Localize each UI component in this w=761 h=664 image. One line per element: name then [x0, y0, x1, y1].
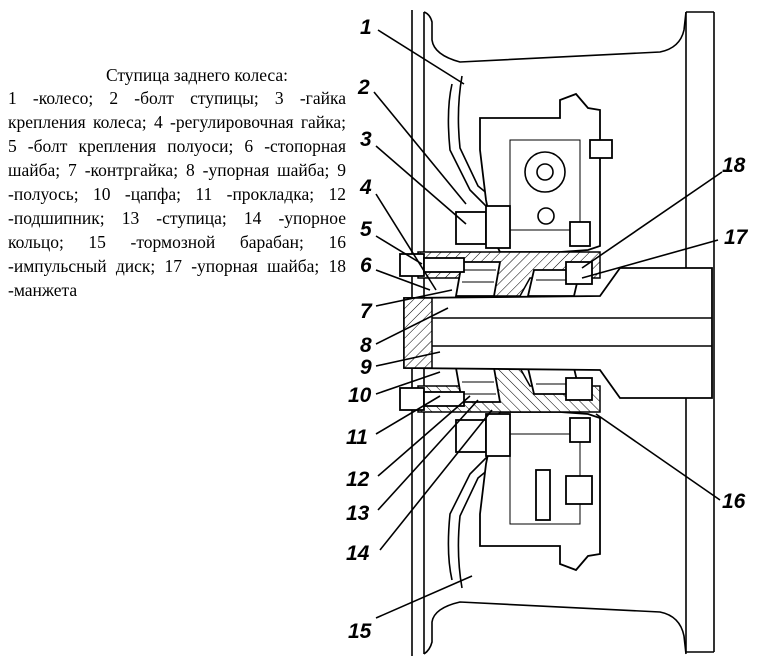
seal — [565, 261, 593, 401]
callout-13: 13 — [346, 502, 370, 525]
callout-8: 8 — [360, 334, 372, 357]
callout-18: 18 — [722, 154, 746, 177]
callout-15: 15 — [348, 620, 372, 643]
callout-9: 9 — [360, 356, 372, 379]
callout-16: 16 — [722, 490, 746, 513]
callout-1: 1 — [360, 16, 372, 39]
bolts — [399, 205, 591, 457]
caption-title: Ступица заднего колеса: — [105, 65, 289, 85]
callout-5: 5 — [360, 218, 372, 241]
callout-2: 2 — [357, 76, 370, 99]
leader-lines — [373, 29, 723, 619]
callout-17: 17 — [724, 226, 749, 249]
caption: Ступица заднего колеса: 1 -колесо; 2 -бо… — [8, 64, 346, 302]
caption-legend: 1 -колесо; 2 -болт ступицы; 3 -гайка кре… — [8, 88, 346, 300]
callout-3: 3 — [360, 128, 372, 151]
callout-7: 7 — [360, 300, 373, 323]
callout-6: 6 — [360, 254, 372, 277]
axle-shaft — [403, 267, 713, 399]
callout-10: 10 — [348, 384, 372, 407]
wheel-disc — [447, 75, 509, 589]
callout-11: 11 — [346, 426, 368, 449]
callout-12: 12 — [346, 468, 370, 491]
callout-4: 4 — [359, 176, 372, 199]
callout-14: 14 — [346, 542, 370, 565]
callouts: 1 2 3 4 5 6 7 8 9 10 11 12 13 14 15 16 1… — [346, 16, 749, 643]
